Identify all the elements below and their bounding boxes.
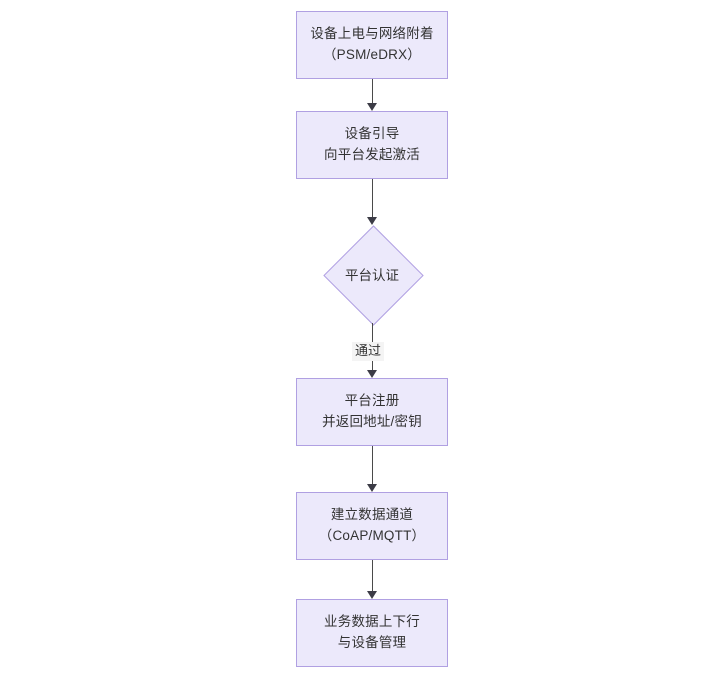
node-service-data-line2: 与设备管理 <box>337 635 407 650</box>
arrowhead-data-channel <box>367 484 377 492</box>
node-data-channel-line2: （CoAP/MQTT） <box>318 528 426 543</box>
arrowhead-bootstrap <box>367 103 377 111</box>
connector-bootstrap-to-platform-auth <box>371 179 373 217</box>
node-bootstrap-line2: 向平台发起激活 <box>324 147 420 162</box>
connector-power-on-to-bootstrap <box>371 79 373 103</box>
node-register-line1: 平台注册 <box>344 393 400 409</box>
node-power-on-line2: （PSM/eDRX） <box>322 47 422 62</box>
node-platform-auth-label: 平台认证 <box>345 268 399 283</box>
node-power-on-line1: 设备上电与网络附着 <box>310 26 434 42</box>
edge-label-pass: 通过 <box>352 342 385 361</box>
node-bootstrap-line1: 设备引导 <box>344 126 400 142</box>
node-data-channel[interactable]: 建立数据通道 （CoAP/MQTT） <box>296 492 448 560</box>
node-service-data-line1: 业务数据上下行 <box>324 614 420 630</box>
connector-register-to-data-channel <box>371 446 373 484</box>
node-bootstrap[interactable]: 设备引导 向平台发起激活 <box>296 111 448 179</box>
node-data-channel-line1: 建立数据通道 <box>330 507 414 523</box>
node-register[interactable]: 平台注册 并返回地址/密钥 <box>296 378 448 446</box>
node-register-line2: 并返回地址/密钥 <box>322 414 422 429</box>
node-platform-auth[interactable]: 平台认证 <box>322 224 424 326</box>
arrowhead-platform-auth <box>367 217 377 225</box>
arrowhead-register <box>367 370 377 378</box>
arrowhead-service-data <box>367 591 377 599</box>
connector-data-channel-to-service-data <box>371 560 373 591</box>
node-power-on[interactable]: 设备上电与网络附着 （PSM/eDRX） <box>296 11 448 79</box>
node-service-data[interactable]: 业务数据上下行 与设备管理 <box>296 599 448 667</box>
